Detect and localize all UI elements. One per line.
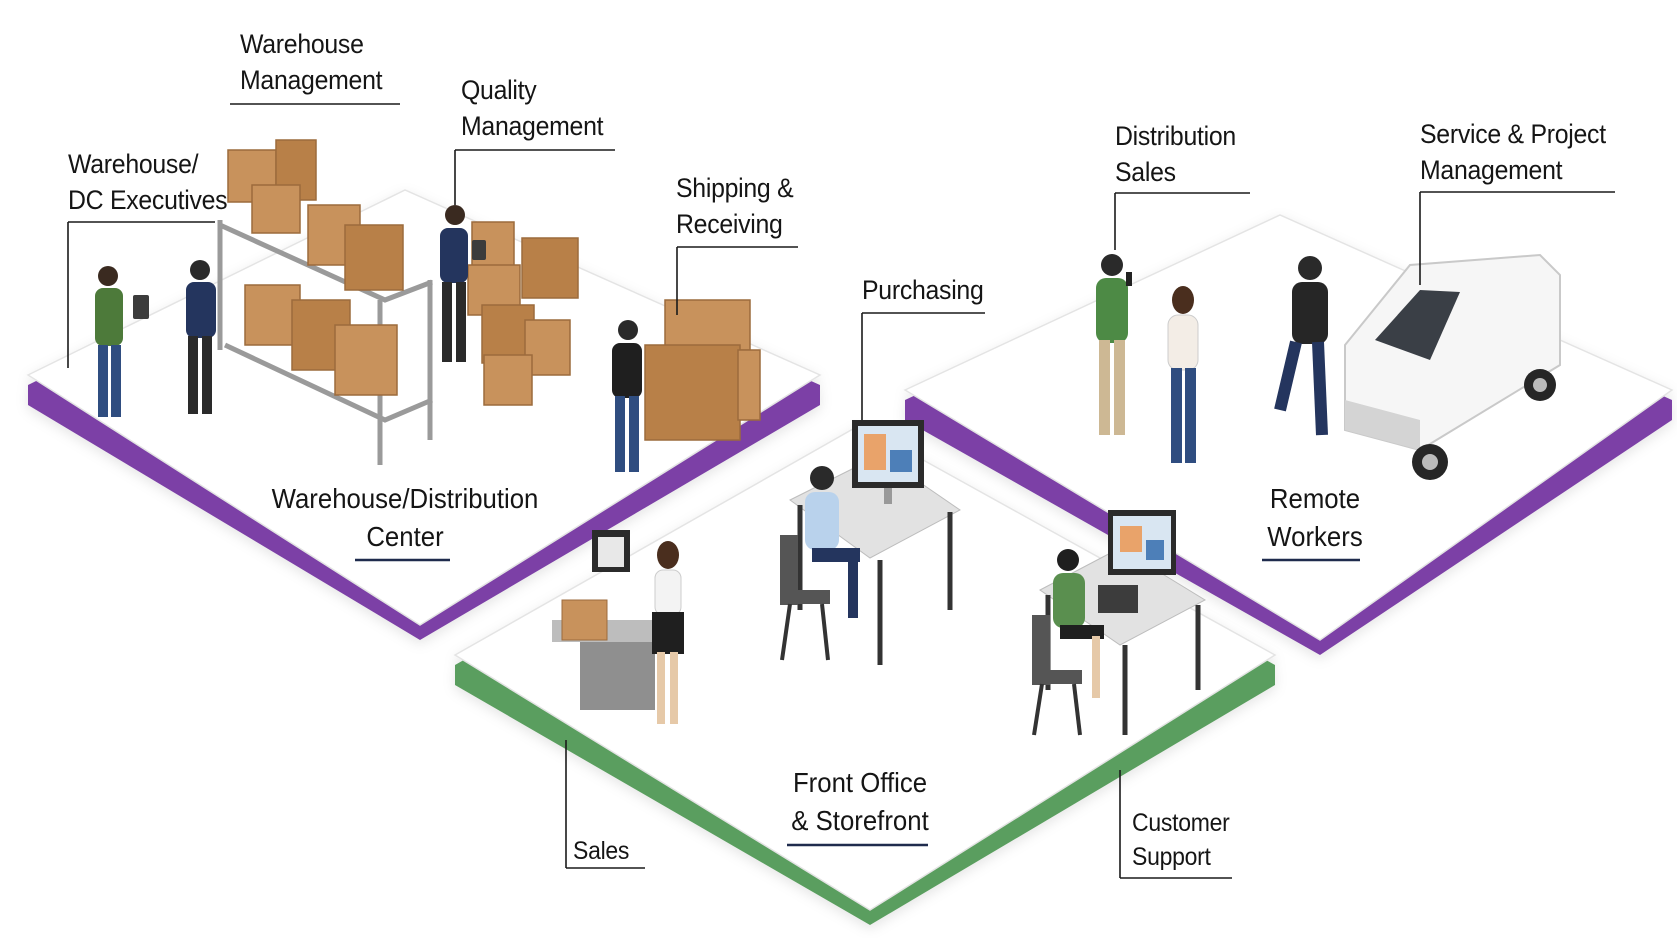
cardboard-box-icon bbox=[467, 221, 579, 406]
zone-title-warehouse-distribution-center: Warehouse/Distribution Center bbox=[271, 483, 539, 552]
worker-icon bbox=[1167, 286, 1199, 463]
worker-icon bbox=[1053, 549, 1104, 698]
cardboard-box-icon bbox=[227, 139, 404, 396]
label-sales: Sales bbox=[573, 837, 630, 865]
worker-icon bbox=[805, 466, 860, 618]
desktop-monitor-icon bbox=[852, 420, 924, 504]
leader-lines bbox=[67, 103, 1615, 879]
zone-title-remote-workers: Remote Workers bbox=[1267, 483, 1363, 552]
worker-icon bbox=[95, 266, 149, 417]
cash-register-icon bbox=[552, 530, 657, 710]
zone-underlines bbox=[355, 558, 1360, 847]
tablet-icon bbox=[133, 295, 149, 319]
label-purchasing: Purchasing bbox=[862, 275, 984, 305]
label-customer-support: Customer Support bbox=[1132, 809, 1230, 871]
cardboard-box-icon bbox=[644, 299, 761, 441]
laptop-icon bbox=[1098, 585, 1138, 613]
chair-icon bbox=[1032, 615, 1082, 736]
label-quality-management: Quality Management bbox=[461, 75, 604, 141]
worker-icon bbox=[1096, 254, 1132, 435]
tablet-icon bbox=[472, 240, 486, 260]
chair-icon bbox=[780, 535, 830, 661]
worker-icon bbox=[440, 205, 486, 362]
worker-icon bbox=[1274, 256, 1328, 436]
worker-icon bbox=[612, 320, 642, 472]
label-warehouse-dc-executives: Warehouse/ DC Executives bbox=[68, 149, 228, 215]
label-distribution-sales: Distribution Sales bbox=[1115, 121, 1236, 187]
worker-icon bbox=[186, 260, 216, 414]
label-warehouse-management: Warehouse Management bbox=[240, 29, 383, 95]
phone-icon bbox=[1126, 272, 1132, 286]
desktop-monitor-icon bbox=[1108, 510, 1176, 575]
label-shipping-receiving: Shipping & Receiving bbox=[676, 173, 794, 239]
worker-icon bbox=[652, 541, 684, 724]
zone-title-front-office-storefront: Front Office & Storefront bbox=[791, 767, 929, 836]
label-service-project-management: Service & Project Management bbox=[1420, 119, 1606, 185]
desk-customer-support bbox=[1039, 510, 1207, 735]
delivery-van-icon bbox=[1344, 253, 1561, 480]
